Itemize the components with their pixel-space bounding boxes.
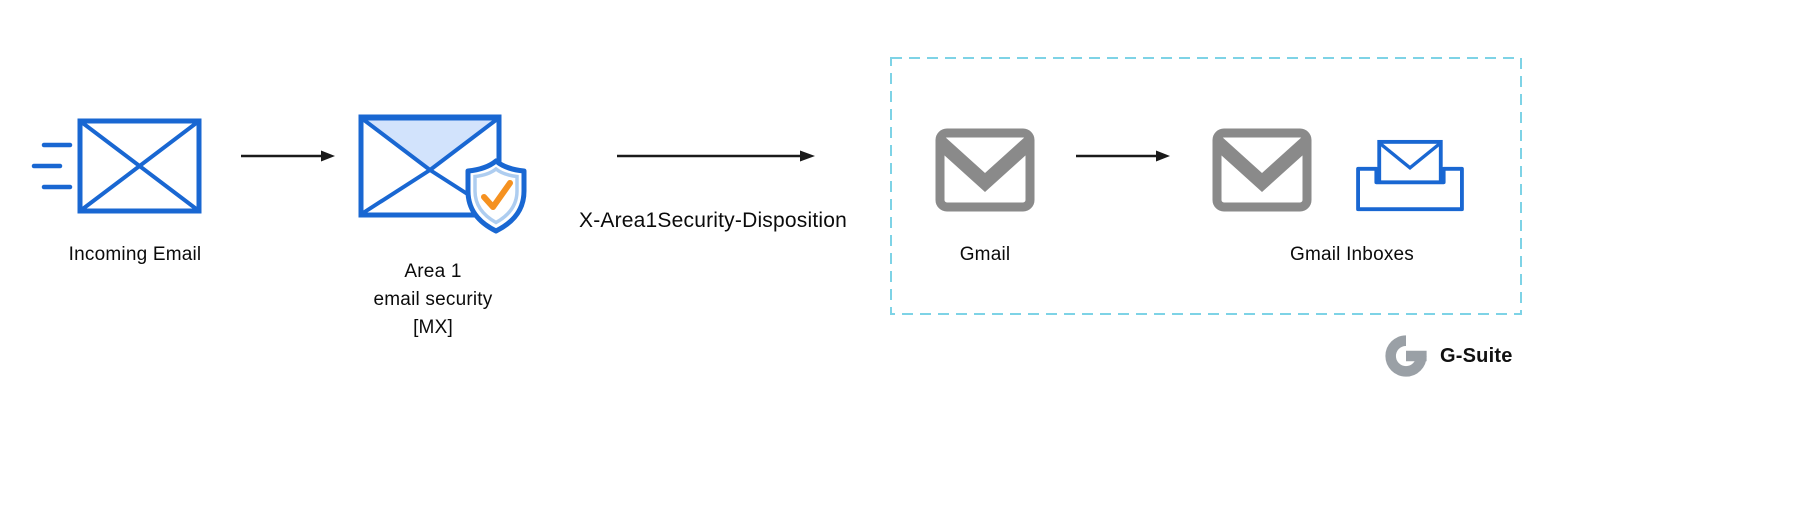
brand-label: G-Suite bbox=[1440, 344, 1513, 367]
area1-label-line1: Area 1 bbox=[404, 261, 462, 282]
inbox-envelope-icon bbox=[1356, 139, 1464, 212]
gmail-icon bbox=[935, 128, 1035, 212]
area1-label: Area 1 email security [MX] bbox=[323, 258, 543, 342]
incoming-email-node bbox=[30, 118, 202, 219]
shield-check-icon bbox=[465, 158, 527, 234]
speed-lines-icon bbox=[31, 142, 73, 190]
gmail-inboxes-label: Gmail Inboxes bbox=[1289, 244, 1415, 265]
disposition-header-label: X-Area1Security-Disposition bbox=[578, 209, 847, 232]
incoming-envelope-icon bbox=[31, 118, 202, 214]
gmail-inboxes-node bbox=[1212, 128, 1312, 217]
g-logo-icon bbox=[1385, 335, 1427, 377]
gmail-icon bbox=[1212, 128, 1312, 212]
area1-node bbox=[358, 112, 543, 252]
shielded-envelope-icon bbox=[358, 114, 527, 234]
inbox-tray-node bbox=[1352, 139, 1468, 219]
gmail-label: Gmail bbox=[959, 244, 1011, 265]
arrow-icon bbox=[241, 150, 335, 162]
gsuite-boundary-box bbox=[890, 57, 1522, 315]
gmail-node bbox=[935, 128, 1035, 217]
arrow-icon bbox=[617, 150, 815, 162]
incoming-email-label: Incoming Email bbox=[68, 244, 202, 265]
arrow-icon bbox=[1076, 150, 1170, 162]
area1-label-line3: [MX] bbox=[413, 317, 453, 338]
area1-label-line2: email security bbox=[373, 289, 493, 310]
gsuite-brand: G-Suite bbox=[1383, 333, 1513, 379]
